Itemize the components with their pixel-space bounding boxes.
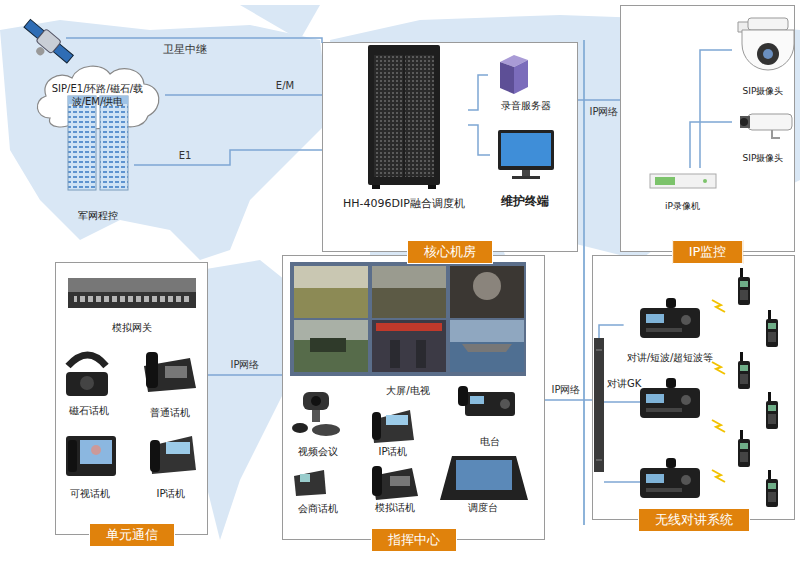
satellite-link [66, 38, 322, 43]
device-label: 可视话机 [70, 488, 110, 500]
edge-label: IP网络 [231, 359, 260, 371]
region-tab: IP监控 [672, 240, 744, 264]
device-label: 对讲/短波/超短波等 [627, 352, 714, 364]
cloud-label: SIP/E1/环路/磁石/载 波/EM/供电 [46, 83, 149, 108]
connector [165, 94, 322, 96]
device-label: SIP摄像头 [743, 153, 784, 164]
satellite-icon [16, 17, 75, 72]
cloud-path [37, 66, 158, 129]
device-label: 对讲GK [607, 378, 641, 390]
video-wall-icon [290, 262, 526, 376]
dispatch-console-icon [440, 456, 528, 500]
edge-label: IP网络 [552, 384, 581, 396]
edge-label: IP网络 [590, 106, 619, 118]
device-label: HH-4096DIP融合调度机 [343, 197, 465, 210]
gk-bar-icon [594, 338, 604, 472]
region-tab: 指挥中心 [371, 528, 457, 552]
connector [134, 150, 322, 165]
continents [0, 5, 800, 540]
region-tab: 核心机房 [407, 240, 493, 264]
device-label: 调度台 [468, 502, 498, 514]
annotation-label: 卫星中继 [163, 43, 207, 56]
device-label: 录音服务器 [501, 100, 551, 112]
connector [208, 374, 282, 376]
ip-phone-icon [150, 436, 196, 474]
device-label: 普通话机 [150, 407, 190, 419]
device-label: 磁石话机 [69, 405, 109, 417]
device-label: 模拟网关 [112, 322, 152, 334]
recording-server-icon [500, 55, 528, 94]
device-label: 视频会议 [298, 446, 338, 458]
connector [578, 99, 620, 101]
cabinet-icon [368, 45, 440, 189]
region-tab: 无线对讲系统 [638, 508, 750, 532]
device-label: 军网程控 [78, 210, 118, 222]
ip-backbone [583, 40, 585, 525]
radio-link [604, 481, 640, 483]
edge-label: E/M [276, 80, 294, 92]
gateway-icon [68, 278, 196, 308]
device-label: IP话机 [157, 488, 186, 500]
device-label: iP录像机 [665, 201, 700, 212]
device-label: IP话机 [379, 446, 408, 458]
video-phone-icon [66, 436, 116, 476]
device-label: 会商话机 [298, 503, 338, 515]
region-tab: 单元通信 [89, 523, 175, 547]
device-label: 电台 [480, 436, 500, 448]
device-label: 大屏/电视 [386, 385, 429, 397]
connector [545, 399, 592, 401]
device-label: SIP摄像头 [743, 86, 784, 97]
radio-link [604, 401, 640, 403]
cloud-shape: SIP/E1/环路/磁石/载 波/EM/供电 [30, 58, 165, 132]
device-label: 维护终端 [501, 194, 549, 208]
device-label: 模拟话机 [375, 502, 415, 514]
ip-phone-icon [372, 410, 414, 443]
recorder-icon [650, 174, 716, 188]
edge-label: E1 [179, 150, 192, 162]
